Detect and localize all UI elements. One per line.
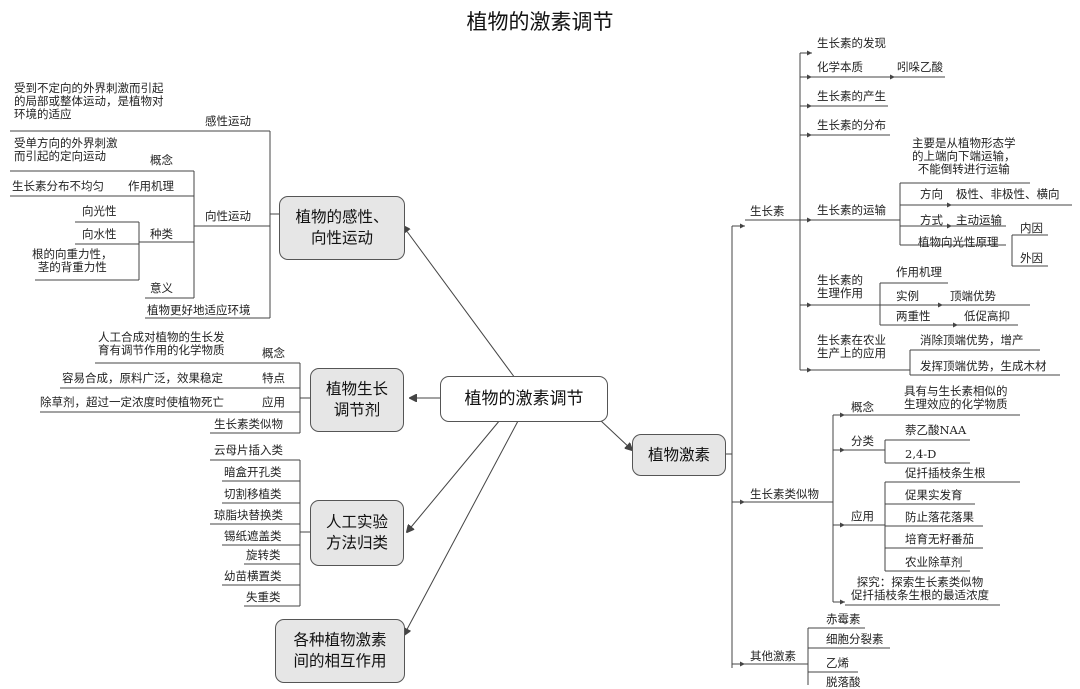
text-regulator-feature: 容易合成，原料广泛，效果稳定: [62, 371, 223, 385]
node-experiment-methods: 人工实验 方法归类: [310, 500, 404, 566]
type-hydrotropism: 向水性: [82, 227, 117, 241]
text-auxin-analog: 生长素类似物: [214, 417, 283, 431]
label-tropism: 向性运动: [205, 209, 251, 223]
analog-use-item: 促果实发育: [905, 488, 963, 502]
type-gravitropism: 根的向重力性， 茎的背重力性: [32, 247, 113, 275]
text-internal-cause: 内因: [1020, 221, 1043, 235]
label-regulator-concept: 概念: [262, 346, 285, 360]
method-item: 旋转类: [246, 548, 281, 562]
label-auxin-transport: 生长素的运输: [817, 203, 886, 217]
analog-use-item: 防止落花落果: [905, 510, 974, 524]
type-phototropism: 向光性: [82, 204, 117, 218]
label-regulator-feature: 特点: [262, 371, 285, 385]
auxin-discovery: 生长素的发现: [817, 36, 886, 50]
text-agri-1: 消除顶端优势，增产: [920, 333, 1024, 347]
label-regulator-use: 应用: [262, 395, 285, 409]
text-analog-explore: 探究：探索生长素类似物 促扦插枝条生根的最适浓度: [851, 575, 989, 603]
label-tropism-mechanism: 作用机理: [128, 179, 174, 193]
label-auxin-analogs: 生长素类似物: [750, 487, 819, 501]
other-hormone-item: 赤霉素: [826, 612, 861, 626]
method-item: 失重类: [246, 590, 281, 604]
analog-use-item: 培育无籽番茄: [905, 532, 974, 546]
label-transport-direction: 方向: [920, 187, 943, 201]
analog-use-item: 促扦插枝条生根: [905, 466, 986, 480]
text-regulator-use: 除草剂，超过一定浓度时使植物死亡: [40, 395, 224, 409]
method-item: 幼苗横置类: [224, 569, 282, 583]
label-agri-application: 生长素在农业 生产上的应用: [817, 333, 886, 361]
page-title: 植物的激素调节: [466, 10, 614, 34]
text-agri-2: 发挥顶端优势，生成木材: [920, 359, 1047, 373]
label-tropism-concept: 概念: [150, 153, 173, 167]
text-transport-direction: 极性、非极性、横向: [956, 187, 1060, 201]
label-auxin: 生长素: [750, 204, 785, 218]
text-external-cause: 外因: [1020, 251, 1043, 265]
method-item: 锡纸遮盖类: [224, 529, 282, 543]
text-nastic-definition: 受到不定向的外界刺激而引起 的局部或整体运动，是植物对 环境的适应: [14, 81, 164, 122]
other-hormone-item: 脱落酸: [826, 675, 861, 689]
label-chemical-nature: 化学本质: [817, 60, 863, 74]
label-analog-concept: 概念: [851, 400, 874, 414]
label-nastic-movement: 感性运动: [205, 114, 251, 128]
label-tropism-types: 种类: [150, 227, 173, 241]
label-analog-use: 应用: [851, 509, 874, 523]
auxin-production: 生长素的产生: [817, 89, 886, 103]
text-transport-note: 主要是从植物形态学 的上端向下端运输， 不能倒转进行运输: [912, 136, 1016, 177]
central-node: 植物的激素调节: [440, 376, 608, 422]
text-regulator-concept: 人工合成对植物的生长发 育有调节作用的化学物质: [98, 330, 225, 358]
node-sense-tropism: 植物的感性、 向性运动: [279, 196, 405, 260]
text-analog-concept: 具有与生长素相似的 生理效应的化学物质: [904, 384, 1008, 412]
node-hormone-interaction: 各种植物激素 间的相互作用: [275, 619, 405, 683]
method-item: 暗盒开孔类: [224, 465, 282, 479]
text-tropism-concept: 受单方向的外界刺激 而引起的定向运动: [14, 136, 118, 164]
method-item: 切割移植类: [224, 487, 282, 501]
analog-use-item: 农业除草剂: [905, 555, 963, 569]
text-tropism-mechanism: 生长素分布不均匀: [12, 179, 104, 193]
label-tropism-meaning: 意义: [150, 281, 173, 295]
node-growth-regulator: 植物生长 调节剂: [310, 368, 404, 432]
method-item: 云母片插入类: [214, 443, 283, 457]
label-analog-class: 分类: [851, 434, 874, 448]
other-hormone-item: 乙烯: [826, 656, 849, 670]
analog-class-naa: 萘乙酸NAA: [905, 423, 967, 437]
text-chemical-nature: 吲哚乙酸: [897, 60, 943, 74]
label-transport-mode: 方式: [920, 213, 943, 227]
text-phototropism-principle: 植物向光性原理: [918, 235, 999, 249]
analog-class-24d: 2,4-D: [905, 447, 937, 461]
label-physio-function: 生长素的 生理作用: [817, 273, 863, 301]
label-other-hormones: 其他激素: [750, 649, 796, 663]
label-example: 实例: [896, 289, 919, 303]
label-duality: 两重性: [896, 309, 931, 323]
text-duality: 低促高抑: [964, 309, 1010, 323]
other-hormone-item: 细胞分裂素: [826, 632, 884, 646]
auxin-distribution: 生长素的分布: [817, 118, 886, 132]
text-transport-mode: 主动运输: [956, 213, 1002, 227]
method-item: 琼脂块替换类: [214, 508, 283, 522]
text-tropism-meaning: 植物更好地适应环境: [147, 303, 251, 317]
node-plant-hormones: 植物激素: [632, 434, 726, 476]
text-physio-mechanism: 作用机理: [896, 265, 942, 279]
text-apical-dominance: 顶端优势: [950, 289, 996, 303]
